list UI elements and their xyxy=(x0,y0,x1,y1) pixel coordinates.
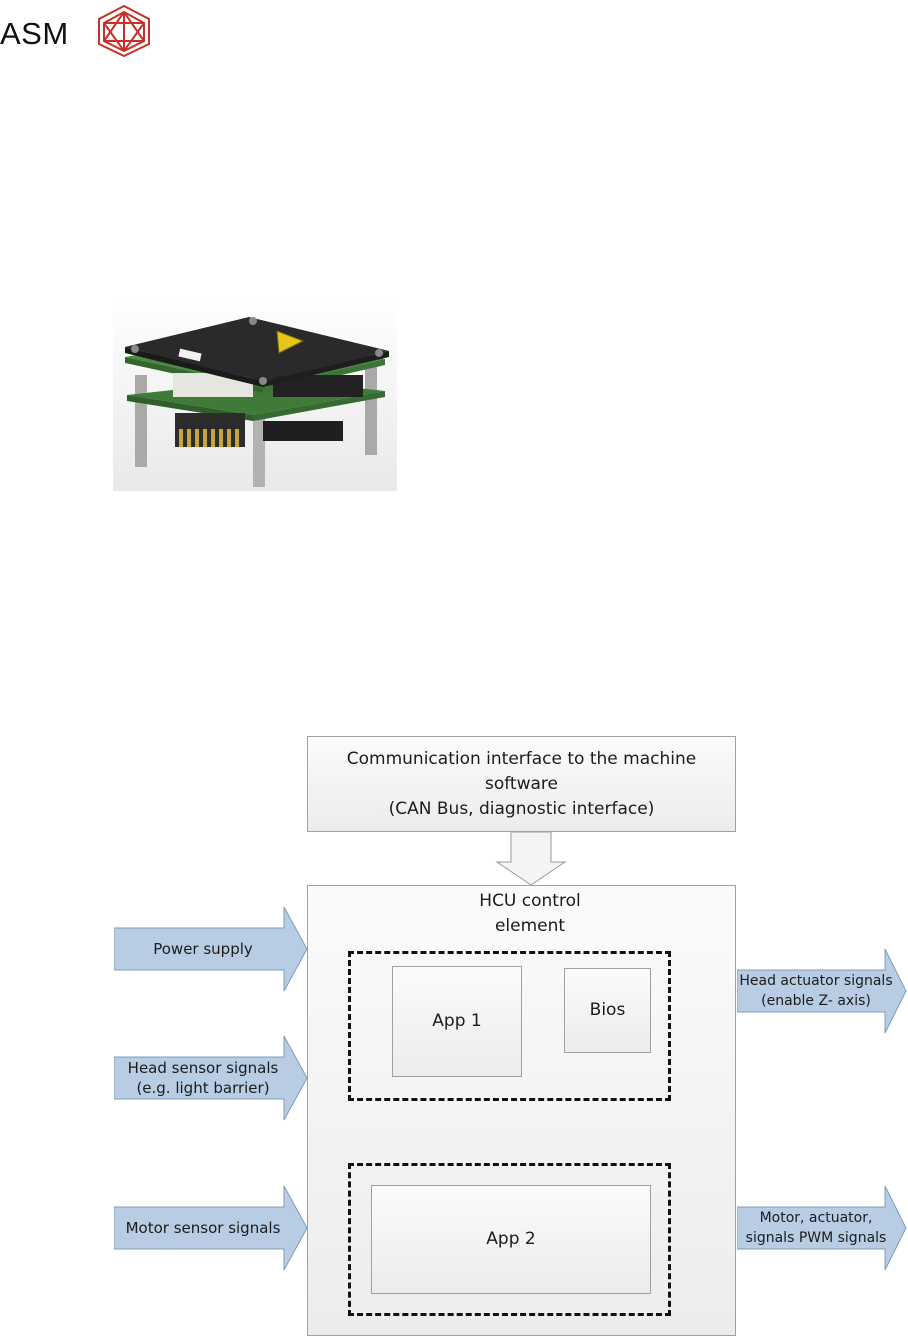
hcu-block-diagram: Communication interface to the machine s… xyxy=(0,734,908,1336)
app1-box: App 1 xyxy=(392,966,522,1077)
company-logo-text: ASM xyxy=(0,14,69,54)
power-supply-arrow: Power supply xyxy=(114,906,308,992)
motor-sensor-label: Motor sensor signals xyxy=(108,1185,298,1271)
comm-down-arrow xyxy=(495,832,567,886)
power-supply-label: Power supply xyxy=(108,906,298,992)
motor-actuator-arrow: Motor, actuator, signals PWM signals xyxy=(737,1185,907,1271)
comm-interface-box: Communication interface to the machine s… xyxy=(307,736,736,832)
motor-sensor-arrow: Motor sensor signals xyxy=(114,1185,308,1271)
head-actuator-arrow: Head actuator signals (enable Z- axis) xyxy=(737,948,907,1034)
hcu-title: HCU control element xyxy=(420,889,640,939)
app2-box: App 2 xyxy=(371,1185,651,1294)
head-sensor-arrow: Head sensor signals (e.g. light barrier) xyxy=(114,1035,308,1121)
head-actuator-label: Head actuator signals (enable Z- axis) xyxy=(737,948,895,1034)
motor-actuator-label: Motor, actuator, signals PWM signals xyxy=(737,1185,895,1271)
head-sensor-label: Head sensor signals (e.g. light barrier) xyxy=(108,1035,298,1121)
bios-box: Bios xyxy=(564,968,651,1053)
asm-hexagon-logo-icon xyxy=(94,4,154,58)
circuit-board-photo xyxy=(113,295,397,491)
